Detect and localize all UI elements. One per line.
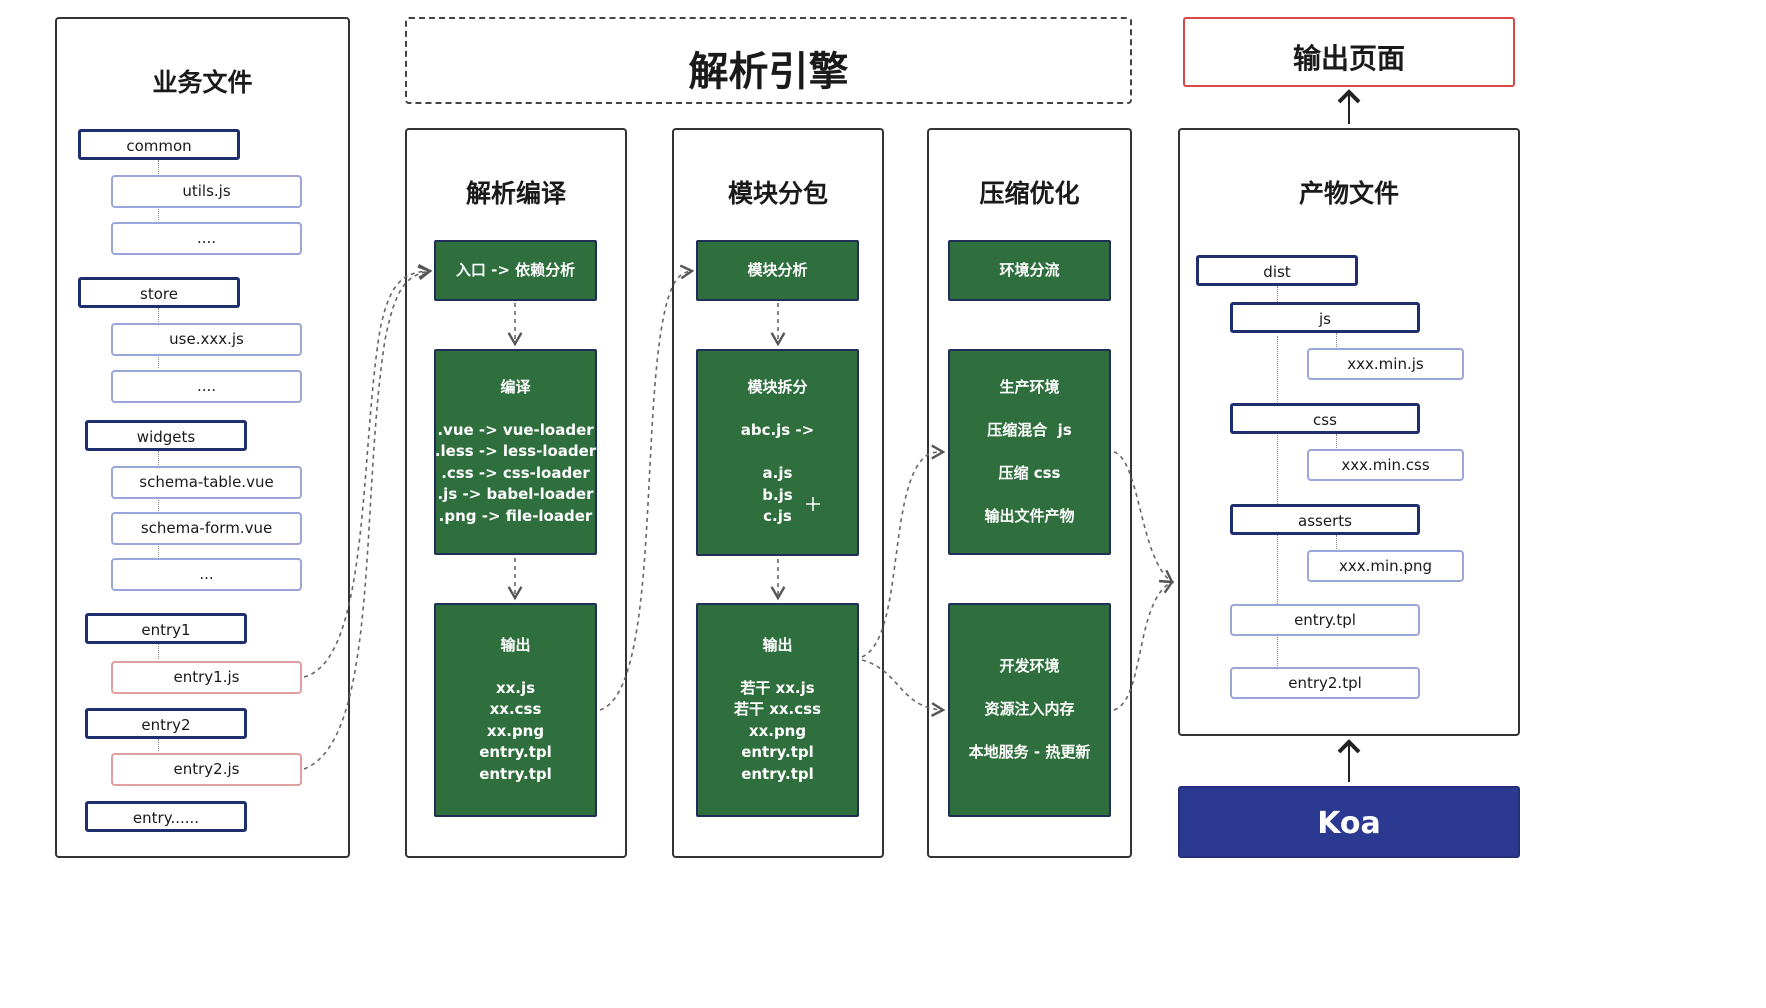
dependency-analysis-label: 入口 -> 依赖分析 — [455, 260, 576, 279]
production-line: 生产环境 — [999, 377, 1060, 396]
folder-widgets: widgets — [85, 420, 247, 451]
split-output-line: xx.png — [748, 721, 807, 740]
split-output-line: entry.tpl — [741, 743, 814, 762]
development-line: 开发环境 — [999, 657, 1060, 676]
folder-common: common — [78, 129, 240, 160]
file-store-more: .... — [111, 370, 302, 403]
arrow-entry2-to-parse — [303, 265, 433, 770]
file-use-xxx: use.xxx.js — [111, 323, 302, 356]
output-page-box: 输出页面 — [1183, 17, 1515, 87]
parse-output-line: entry.tpl — [479, 743, 552, 762]
module-split-line: c.js — [763, 507, 792, 526]
module-split-line: abc.js -> — [740, 421, 815, 440]
parse-output-line: xx.css — [489, 700, 542, 719]
compile-line: .js -> babel-loader — [437, 485, 594, 504]
artifact-asserts-file: xxx.min.png — [1307, 550, 1464, 582]
connector-dots — [158, 644, 159, 659]
production-line: 输出文件产物 — [984, 506, 1075, 525]
koa-box: Koa — [1178, 786, 1520, 858]
artifact-dist: dist — [1196, 255, 1358, 286]
module-split-title: 模块分包 — [727, 179, 828, 208]
file-widgets-more: ... — [111, 558, 302, 591]
arrow-split-to-production — [861, 444, 946, 658]
module-analysis-box: 模块分析 — [696, 240, 859, 301]
parse-output-line: xx.png — [486, 721, 545, 740]
output-page-title: 输出页面 — [1292, 42, 1405, 75]
connector-dots — [158, 451, 159, 561]
artifacts-title: 产物文件 — [1298, 179, 1399, 208]
connector-dots — [1336, 535, 1337, 549]
split-output-line: 若干 xx.js — [740, 678, 815, 697]
split-output-line: 若干 xx.css — [733, 700, 822, 719]
artifact-js-file: xxx.min.js — [1307, 348, 1464, 380]
production-env-box: 生产环境 压缩混合 js 压缩 css 输出文件产物 — [948, 349, 1111, 555]
file-common-more: .... — [111, 222, 302, 255]
split-output-line: entry.tpl — [741, 764, 814, 783]
split-output-box: 输出 若干 xx.js 若干 xx.css xx.png entry.tpl e… — [696, 603, 859, 817]
engine-title: 解析引擎 — [688, 49, 849, 95]
module-split-box: 模块拆分 abc.js -> a.js b.js c.js — [696, 349, 859, 556]
folder-entry-more: entry...... — [85, 801, 247, 832]
arrow-production-to-artifacts — [1113, 451, 1174, 584]
artifact-asserts-folder: asserts — [1230, 504, 1420, 535]
koa-label: Koa — [1317, 806, 1381, 841]
development-env-box: 开发环境 资源注入内存 本地服务 - 热更新 — [948, 603, 1111, 817]
artifact-entry-tpl: entry.tpl — [1230, 604, 1420, 636]
parse-output-line: entry.tpl — [479, 764, 552, 783]
arrow-entry1-to-parse — [303, 263, 433, 678]
compile-line: 编译 — [500, 377, 531, 396]
artifact-js-folder: js — [1230, 302, 1420, 333]
parse-output-box: 输出 xx.js xx.css xx.png entry.tpl entry.t… — [434, 603, 597, 817]
development-line: 资源注入内存 — [984, 700, 1075, 719]
connector-dots — [1277, 286, 1278, 302]
compile-line: .css -> css-loader — [441, 463, 590, 482]
file-schema-table: schema-table.vue — [111, 466, 302, 499]
production-line: 压缩 css — [998, 463, 1061, 482]
production-line: 压缩混合 js — [987, 420, 1072, 439]
parse-output-line: xx.js — [495, 678, 536, 697]
split-output-line: 输出 — [762, 635, 793, 654]
connector-dots — [1277, 336, 1278, 666]
compile-line: .less -> less-loader — [434, 442, 597, 461]
engine-header: 解析引擎 — [405, 17, 1132, 104]
cursor-plus-icon — [806, 497, 820, 511]
compile-line: .png -> file-loader — [438, 506, 593, 525]
file-schema-form: schema-form.vue — [111, 512, 302, 545]
connector-dots — [1336, 333, 1337, 347]
compress-title: 压缩优化 — [979, 179, 1080, 208]
file-utils: utils.js — [111, 175, 302, 208]
connector-dots — [158, 739, 159, 751]
development-line: 本地服务 - 热更新 — [968, 743, 1091, 762]
file-entry2-js: entry2.js — [111, 753, 302, 786]
artifact-css-file: xxx.min.css — [1307, 449, 1464, 481]
folder-entry2: entry2 — [85, 708, 247, 739]
env-split-box: 环境分流 — [948, 240, 1111, 301]
folder-store: store — [78, 277, 240, 308]
module-split-line: b.js — [762, 485, 793, 504]
module-analysis-label: 模块分析 — [747, 260, 808, 279]
parse-output-line: 输出 — [500, 635, 531, 654]
artifact-entry2-tpl: entry2.tpl — [1230, 667, 1420, 699]
file-entry1-js: entry1.js — [111, 661, 302, 694]
connector-dots — [1336, 434, 1337, 448]
business-files-title: 业务文件 — [152, 68, 253, 97]
dependency-analysis-box: 入口 -> 依赖分析 — [434, 240, 597, 301]
env-split-label: 环境分流 — [999, 260, 1060, 279]
parse-compile-title: 解析编译 — [465, 179, 566, 208]
compile-line: .vue -> vue-loader — [437, 420, 594, 439]
arrow-development-to-artifacts — [1113, 579, 1175, 711]
arrow-split-to-development — [861, 659, 946, 717]
compile-box: 编译 .vue -> vue-loader .less -> less-load… — [434, 349, 597, 555]
module-split-line: a.js — [762, 464, 793, 483]
artifact-css-folder: css — [1230, 403, 1420, 434]
module-split-line: 模块拆分 — [747, 378, 808, 397]
folder-entry1: entry1 — [85, 613, 247, 644]
arrow-parse-to-split — [599, 264, 695, 711]
